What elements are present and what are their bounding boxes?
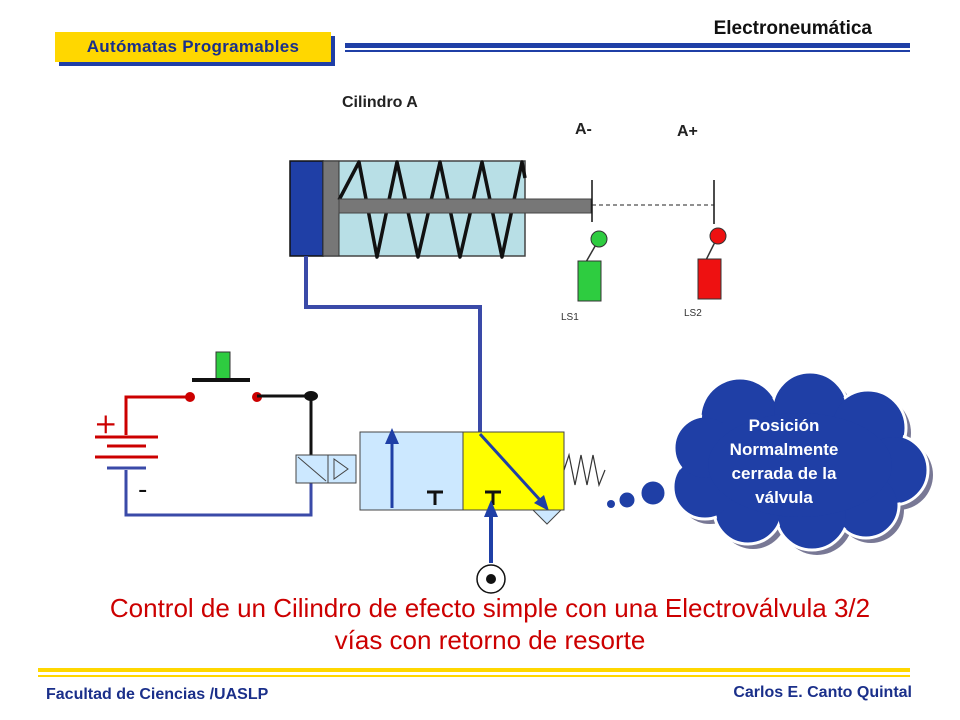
cylinder-spring: [337, 160, 527, 259]
header-divider-thin: [345, 50, 910, 52]
caption-line-2: vías con retorno de resorte: [334, 625, 646, 655]
callout-bubble-2: [618, 491, 636, 509]
ls1-roller: [590, 230, 608, 248]
valve-left-block: [359, 431, 464, 511]
pneumatic-line: [304, 256, 482, 432]
wire-positive: [124, 395, 188, 435]
pressure-source-inner: [486, 574, 496, 584]
wire-negative: [124, 470, 313, 517]
header-divider: [345, 43, 910, 48]
ls2-body: [697, 258, 722, 300]
ls2-label: LS2: [684, 308, 702, 319]
push-button: [192, 351, 250, 382]
position-retracted-label: A-: [575, 121, 592, 138]
footer-divider-thin: [38, 675, 910, 677]
callout-line-2: Normalmente: [729, 440, 839, 459]
callout-line-3: cerrada de la: [731, 464, 837, 483]
cylinder-piston: [322, 160, 340, 257]
valve-exhaust-triangle: [531, 509, 563, 525]
header-badge: Autómatas Programables: [55, 32, 331, 62]
position-extended-label: A+: [677, 123, 698, 140]
battery-symbol: [95, 435, 158, 470]
caption-line-1: Control de un Cilindro de efecto simple …: [109, 593, 871, 623]
callout-cloud: [671, 370, 933, 555]
valve-right-flow-line: [478, 432, 542, 502]
callout-bubble-3: [640, 480, 666, 506]
ls1-label: LS1: [561, 312, 579, 323]
limit-switch-ls2: [697, 227, 727, 300]
callout-line-4: válvula: [755, 488, 813, 507]
callout-text: Posición Normalmente cerrada de la válvu…: [702, 414, 866, 510]
footer-author: Carlos E. Canto Quintal: [733, 684, 912, 701]
footer-divider: [38, 668, 910, 672]
valve-right-arrow-head: [534, 495, 549, 511]
solenoid-diagonal: [297, 456, 327, 482]
header-title: Electroneumática: [713, 18, 872, 39]
ls2-roller: [709, 227, 727, 245]
callout-cloud-fill: [675, 374, 926, 548]
battery-negative-sign: -: [138, 475, 147, 505]
solenoid-arrow: [333, 458, 349, 480]
callout-bubble-1: [607, 500, 615, 508]
limit-switch-ls1: [577, 230, 608, 302]
supply-arrow-head: [484, 500, 498, 517]
valve-left-arrow-head: [385, 428, 399, 444]
cylinder-a: [289, 160, 592, 259]
footer-institution: Facultad de Ciencias /UASLP: [46, 686, 269, 703]
callout-line-1: Posición: [748, 416, 820, 435]
slide-caption: Control de un Cilindro de efecto simple …: [60, 592, 920, 656]
return-spring: [563, 452, 606, 488]
cylinder-rod: [338, 198, 592, 214]
cylinder-label: Cilindro A: [342, 94, 418, 111]
valve-3-2: [359, 428, 565, 525]
battery-positive-sign: +: [94, 407, 117, 440]
contact-left: [185, 392, 195, 402]
ls1-body: [577, 260, 602, 302]
push-button-cap: [215, 351, 231, 380]
cylinder-cap: [289, 160, 324, 257]
solenoid: [295, 454, 357, 484]
